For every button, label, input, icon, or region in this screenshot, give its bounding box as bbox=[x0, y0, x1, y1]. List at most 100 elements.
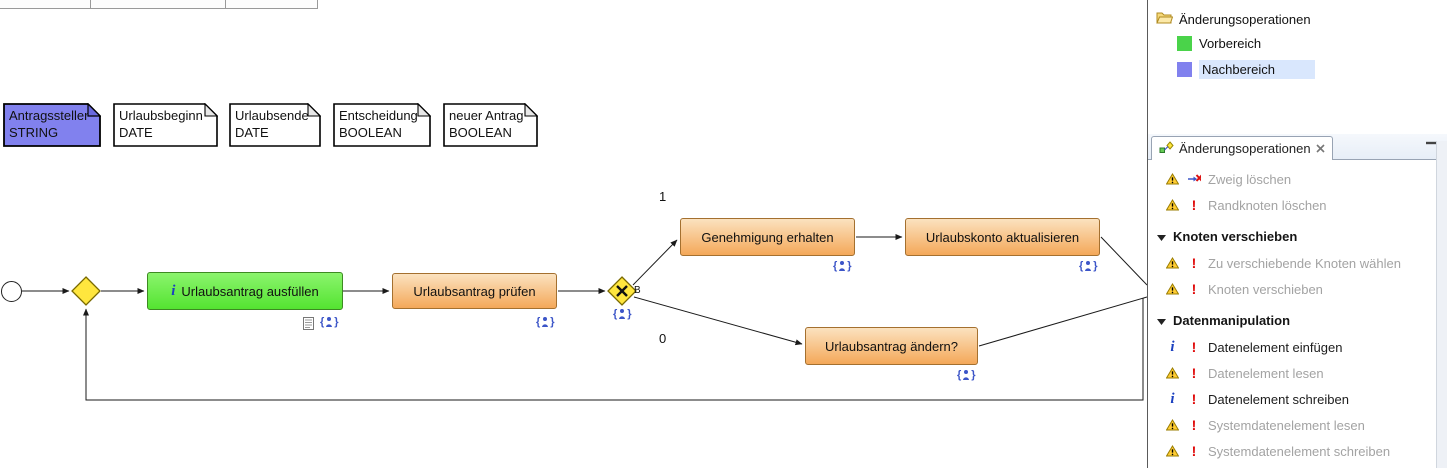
legend-item-nachbereich[interactable]: Nachbereich bbox=[1156, 56, 1447, 82]
operation-label: Knoten verschieben bbox=[1208, 281, 1323, 297]
warning-icon bbox=[1165, 199, 1180, 211]
staff-assignment-icon: {} bbox=[1079, 259, 1098, 272]
staff-assignment-icon: {} bbox=[957, 368, 976, 381]
section-title: Datenmanipulation bbox=[1173, 312, 1291, 328]
data-element-name: Urlaubsbeginn bbox=[119, 108, 203, 123]
operation-label: Datenelement einfügen bbox=[1208, 339, 1343, 355]
legend-label: Vorbereich bbox=[1199, 35, 1262, 51]
section-datenmanipulation[interactable]: Datenmanipulation bbox=[1148, 306, 1447, 334]
operation-label: Datenelement lesen bbox=[1208, 365, 1324, 381]
staff-assignment-icon: {} bbox=[320, 315, 339, 328]
warning-icon bbox=[1165, 445, 1180, 457]
legend-item-vorbereich[interactable]: Vorbereich bbox=[1156, 30, 1447, 56]
collapse-triangle-icon bbox=[1157, 313, 1166, 328]
node-urlaubsantrag-aendern[interactable]: Urlaubsantrag ändern? bbox=[805, 327, 978, 365]
node-label: Urlaubsantrag ändern? bbox=[825, 338, 958, 354]
error-exclamation-icon: ! bbox=[1191, 417, 1197, 433]
info-icon: i bbox=[1170, 338, 1175, 355]
legend-panel: Änderungsoperationen Vorbereich Nachbere… bbox=[1148, 0, 1447, 134]
start-node[interactable] bbox=[1, 281, 22, 302]
node-urlaubsantrag-ausfuellen[interactable]: i Urlaubsantrag ausfüllen bbox=[147, 272, 343, 310]
operation-knoten-verschieben[interactable]: ! Knoten verschieben bbox=[1148, 276, 1447, 302]
data-element-entscheidung[interactable]: Entscheidung BOOLEAN bbox=[333, 103, 431, 147]
operation-label: Zweig löschen bbox=[1208, 171, 1292, 187]
node-label: Urlaubskonto aktualisieren bbox=[925, 229, 1080, 245]
document-shape bbox=[443, 103, 538, 147]
data-element-type: STRING bbox=[9, 125, 59, 140]
data-element-name: Entscheidung bbox=[339, 108, 418, 123]
operation-zweig-loeschen[interactable]: Zweig löschen bbox=[1148, 166, 1447, 192]
nachbereich-color-swatch bbox=[1177, 61, 1192, 77]
operation-zu-verschiebende-knoten-waehlen[interactable]: ! Zu verschiebende Knoten wählen bbox=[1148, 250, 1447, 276]
operation-datenelement-einfuegen[interactable]: i ! Datenelement einfügen bbox=[1148, 334, 1447, 360]
loop-merge-gateway[interactable] bbox=[70, 275, 102, 307]
data-element-urlaubsende[interactable]: Urlaubsende DATE bbox=[229, 103, 321, 147]
delete-branch-icon bbox=[1187, 173, 1201, 185]
operations-list: Zweig löschen ! Randknoten löschen Knote… bbox=[1148, 160, 1447, 464]
operation-systemdatenelement-schreiben[interactable]: ! Systemdatenelement schreiben bbox=[1148, 438, 1447, 464]
right-panel: Änderungsoperationen Vorbereich Nachbere… bbox=[1147, 0, 1447, 468]
info-icon: i bbox=[171, 282, 176, 299]
node-urlaubsantrag-pruefen[interactable]: Urlaubsantrag prüfen bbox=[392, 273, 557, 309]
tab-aenderungsoperationen[interactable]: Änderungsoperationen bbox=[1151, 136, 1333, 160]
data-element-urlaubsbeginn[interactable]: Urlaubsbeginn DATE bbox=[113, 103, 218, 147]
staff-assignment-icon: {} bbox=[833, 259, 852, 272]
info-icon: i bbox=[1170, 390, 1175, 407]
warning-icon bbox=[1165, 257, 1180, 269]
xor-split-gateway[interactable] bbox=[606, 275, 638, 307]
error-exclamation-icon: ! bbox=[1191, 281, 1197, 297]
data-element-type: BOOLEAN bbox=[339, 125, 402, 140]
node-genehmigung-erhalten[interactable]: Genehmigung erhalten bbox=[680, 218, 855, 256]
data-element-name: Antragssteller bbox=[9, 108, 89, 123]
warning-icon bbox=[1165, 419, 1180, 431]
node-label: Genehmigung erhalten bbox=[701, 229, 834, 245]
tab-title: Änderungsoperationen bbox=[1179, 141, 1311, 156]
panel-scrollbar[interactable] bbox=[1436, 141, 1447, 468]
error-exclamation-icon: ! bbox=[1191, 339, 1197, 355]
operation-systemdatenelement-lesen[interactable]: ! Systemdatenelement lesen bbox=[1148, 412, 1447, 438]
open-folder-icon bbox=[1156, 11, 1174, 27]
error-exclamation-icon: ! bbox=[1191, 365, 1197, 381]
gateway-code-label: B bbox=[634, 285, 641, 296]
operation-datenelement-schreiben[interactable]: i ! Datenelement schreiben bbox=[1148, 386, 1447, 412]
legend-label: Nachbereich bbox=[1199, 59, 1315, 79]
legend-header[interactable]: Änderungsoperationen bbox=[1156, 8, 1447, 30]
operation-label: Zu verschiebende Knoten wählen bbox=[1208, 255, 1401, 271]
warning-icon bbox=[1165, 367, 1180, 379]
process-canvas[interactable]: Antragssteller STRING Urlaubsbeginn DATE… bbox=[0, 0, 1147, 468]
error-exclamation-icon: ! bbox=[1191, 255, 1197, 271]
tab-separator bbox=[225, 0, 226, 8]
panel-tabbar: Änderungsoperationen bbox=[1148, 134, 1447, 160]
warning-icon bbox=[1165, 283, 1180, 295]
branch-label-false: 0 bbox=[659, 331, 667, 346]
document-shape bbox=[333, 103, 431, 147]
error-exclamation-icon: ! bbox=[1191, 443, 1197, 459]
vorbereich-color-swatch bbox=[1177, 35, 1192, 51]
editor-tab-strip-partial bbox=[0, 0, 318, 9]
collapse-triangle-icon bbox=[1157, 229, 1166, 244]
data-element-type: DATE bbox=[235, 125, 269, 140]
tab-separator bbox=[90, 0, 91, 8]
tab-separator bbox=[317, 0, 318, 8]
data-element-name: Urlaubsende bbox=[235, 108, 309, 123]
operation-datenelement-lesen[interactable]: ! Datenelement lesen bbox=[1148, 360, 1447, 386]
operation-randknoten-loeschen[interactable]: ! Randknoten löschen bbox=[1148, 192, 1447, 218]
node-label: Urlaubsantrag prüfen bbox=[413, 283, 536, 299]
error-exclamation-icon: ! bbox=[1191, 391, 1197, 407]
data-element-name: neuer Antrag bbox=[449, 108, 524, 123]
document-shape bbox=[113, 103, 218, 147]
close-icon[interactable] bbox=[1315, 141, 1325, 156]
warning-icon bbox=[1165, 173, 1180, 185]
document-shape bbox=[3, 103, 101, 147]
staff-assignment-icon: {} bbox=[613, 307, 632, 320]
section-knoten-verschieben[interactable]: Knoten verschieben bbox=[1148, 222, 1447, 250]
legend-title: Änderungsoperationen bbox=[1179, 11, 1311, 27]
data-element-antragssteller[interactable]: Antragssteller STRING bbox=[3, 103, 101, 147]
operation-label: Systemdatenelement schreiben bbox=[1208, 443, 1391, 459]
node-urlaubskonto-aktualisieren[interactable]: Urlaubskonto aktualisieren bbox=[905, 218, 1100, 256]
data-element-type: BOOLEAN bbox=[449, 125, 512, 140]
minimize-icon[interactable] bbox=[1426, 139, 1437, 154]
node-label: Urlaubsantrag ausfüllen bbox=[181, 283, 319, 299]
operation-label: Randknoten löschen bbox=[1208, 197, 1327, 213]
data-element-neuer-antrag[interactable]: neuer Antrag BOOLEAN bbox=[443, 103, 538, 147]
